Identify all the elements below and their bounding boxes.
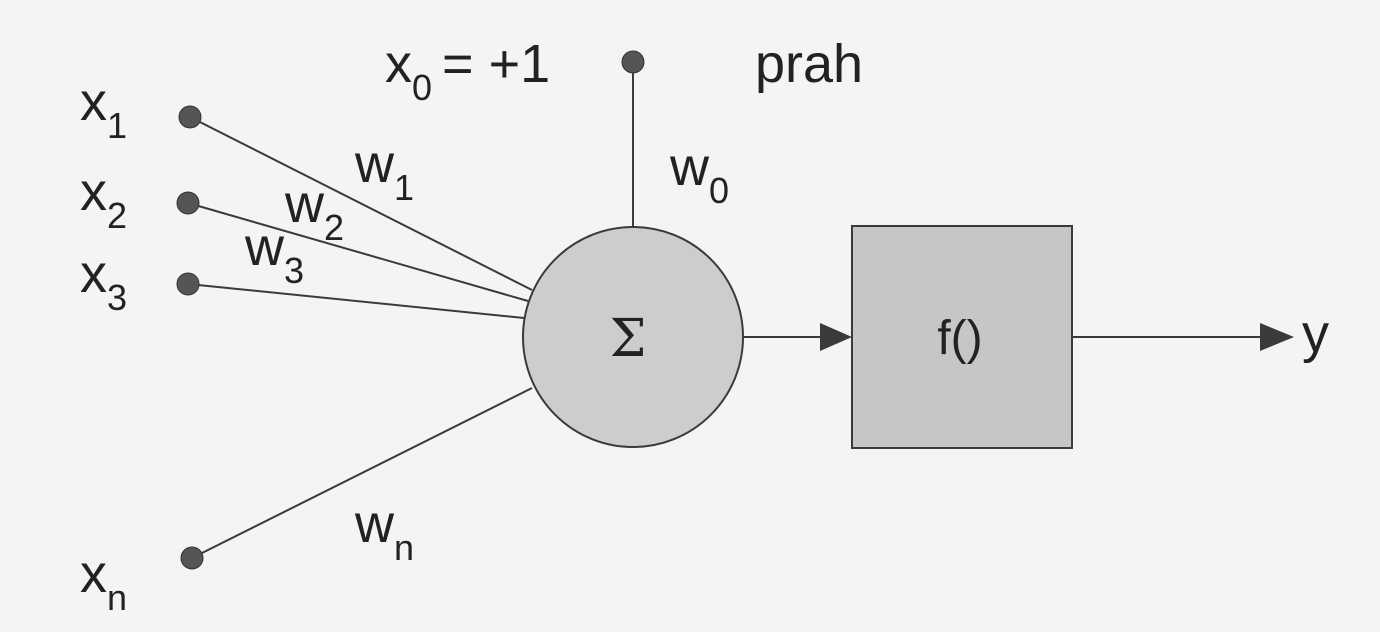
activation-box [851,225,1073,449]
output-label: y [1302,304,1329,364]
input-node-x1 [178,105,202,129]
input-node-x3 [176,272,200,296]
arrowhead-activation [820,323,852,351]
threshold-label: prah [755,34,863,94]
bias-input-label: x0= +1 [385,34,550,108]
weight-label-w1: w1 [354,134,414,208]
input-label-x1: x1 [80,72,127,146]
input-label-x3: x3 [80,244,127,318]
activation-label: f() [937,312,982,365]
weight-label-wn: wn [354,494,414,568]
weight-label-w2: w2 [284,174,344,248]
summation-symbol: Σ [610,309,647,369]
weight-label-w3: w3 [244,217,304,291]
input-node-x2 [176,191,200,215]
edge-x3-sum [187,283,525,319]
arrowhead-output [1260,323,1294,351]
edge-x1-sum [189,116,533,291]
weight-label-w0: w0 [669,137,729,211]
input-node-xn [180,546,204,570]
edge-xn-sum [191,387,533,559]
bias-input-node [621,50,645,74]
edge-x2-sum [187,202,529,302]
input-label-xn: xn [80,544,127,618]
input-label-x2: x2 [80,162,127,236]
